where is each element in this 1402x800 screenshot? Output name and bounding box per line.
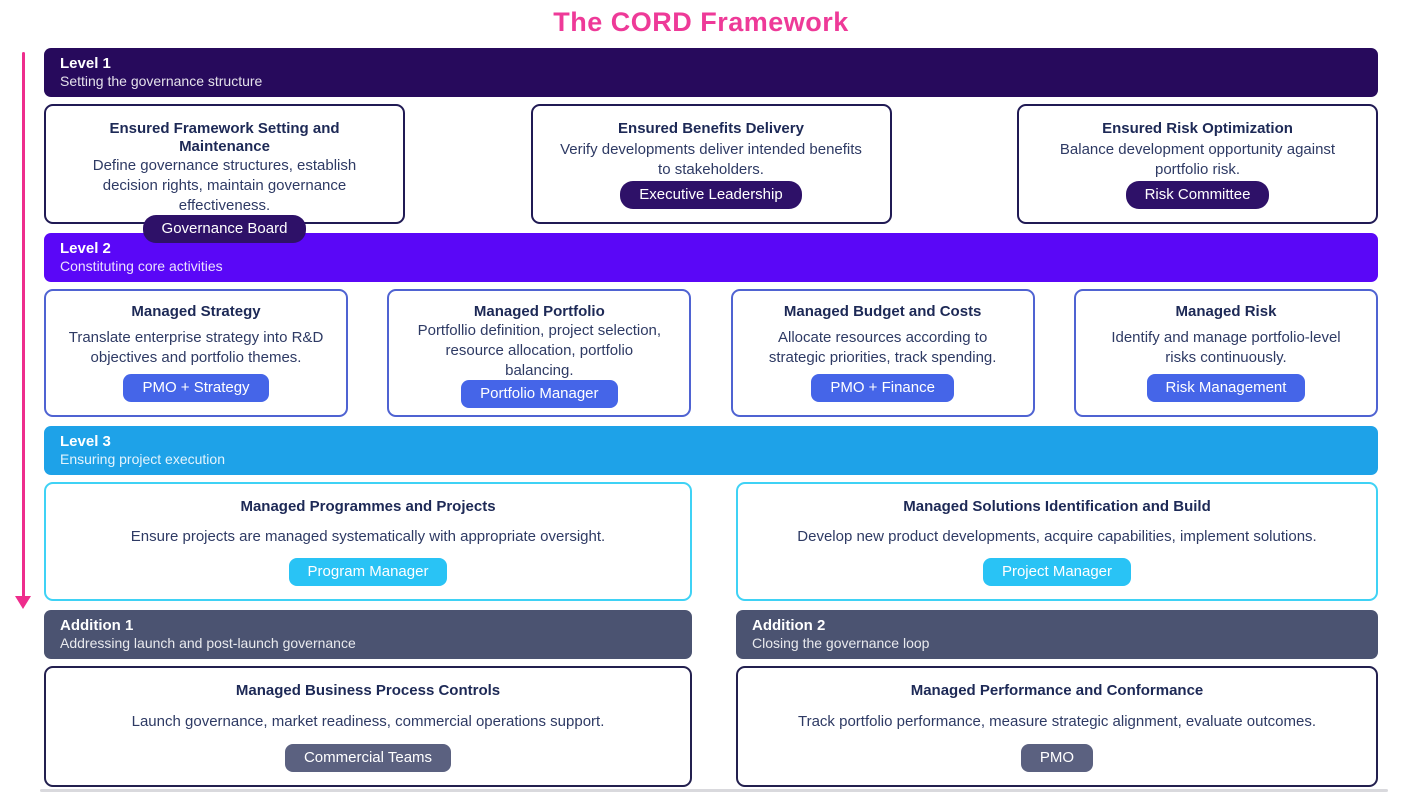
card-managed-risk: Managed Risk Identify and manage portfol…	[1073, 289, 1378, 417]
addition1-banner-title: Addition 1	[60, 617, 134, 634]
card-managed-solutions-identification: Managed Solutions Identification and Bui…	[736, 482, 1378, 601]
level3-banner: Level 3 Ensuring project execution	[44, 426, 1378, 475]
card-description: Develop new product developments, acquir…	[797, 528, 1317, 546]
card-description: Identify and manage portfolio-level risk…	[1111, 328, 1341, 366]
framework-diagram: Level 1 Setting the governance structure…	[44, 48, 1378, 796]
role-badge: Program Manager	[288, 557, 448, 586]
bottom-edge-divider	[40, 789, 1388, 792]
card-managed-programmes-projects: Managed Programmes and Projects Ensure p…	[44, 482, 692, 601]
role-badge: PMO + Finance	[811, 374, 954, 402]
role-badge: Executive Leadership	[620, 181, 802, 209]
card-title: Ensured Framework Setting and Maintenanc…	[109, 120, 340, 155]
level3-cards-row: Managed Programmes and Projects Ensure p…	[44, 482, 1378, 601]
card-description: Track portfolio performance, measure str…	[797, 713, 1317, 731]
card-title: Managed Strategy	[131, 303, 261, 320]
card-ensured-benefits-delivery: Ensured Benefits Delivery Verify develop…	[530, 104, 892, 224]
addition1-banner-subtitle: Addressing launch and post-launch govern…	[60, 635, 356, 651]
level2-cards-row: Managed Strategy Translate enterprise st…	[44, 289, 1378, 417]
role-badge: PMO + Strategy	[123, 374, 269, 402]
addition2-banner-title: Addition 2	[752, 617, 826, 634]
addition2-banner: Addition 2 Closing the governance loop	[736, 610, 1378, 659]
flow-arrow-line	[22, 52, 25, 598]
card-description: Translate enterprise strategy into R&D o…	[68, 328, 324, 366]
card-managed-strategy: Managed Strategy Translate enterprise st…	[44, 289, 348, 417]
role-badge: Commercial Teams	[284, 743, 452, 772]
level3-banner-subtitle: Ensuring project execution	[60, 451, 225, 467]
role-badge: Governance Board	[142, 215, 307, 244]
card-description: Define governance structures, establish …	[92, 157, 357, 214]
arrow-head-icon	[15, 596, 31, 609]
card-managed-business-process-controls: Managed Business Process Controls Launch…	[44, 666, 692, 787]
card-managed-portfolio: Managed Portfolio Portfollio definition,…	[387, 289, 692, 417]
page-title: The CORD Framework	[553, 7, 849, 37]
card-description: Balance development opportunity against …	[1059, 140, 1336, 178]
card-title: Managed Business Process Controls	[235, 682, 501, 699]
card-description: Portfollio definition, project selection…	[417, 322, 662, 379]
card-title: Managed Programmes and Projects	[240, 498, 496, 515]
level2-banner-subtitle: Constituting core activities	[60, 258, 223, 274]
addition2-banner-subtitle: Closing the governance loop	[752, 635, 930, 651]
card-description: Allocate resources according to strategi…	[768, 328, 997, 366]
flow-arrow-down	[15, 52, 32, 610]
card-description: Launch governance, market readiness, com…	[131, 713, 605, 731]
level2-banner-title: Level 2	[60, 240, 111, 257]
level1-banner-title: Level 1	[60, 55, 111, 72]
card-managed-performance-conformance: Managed Performance and Conformance Trac…	[736, 666, 1378, 787]
card-title: Ensured Benefits Delivery	[618, 120, 804, 137]
role-badge: PMO	[1020, 743, 1094, 772]
card-title: Managed Portfolio	[473, 303, 605, 320]
role-badge: Risk Committee	[1125, 181, 1270, 209]
addition-cards-row: Managed Business Process Controls Launch…	[44, 666, 1378, 787]
card-title: Managed Performance and Conformance	[910, 682, 1204, 699]
card-title: Managed Budget and Costs	[783, 303, 982, 320]
card-description: Ensure projects are managed systematical…	[130, 528, 606, 546]
card-description: Verify developments deliver intended ben…	[560, 140, 862, 178]
card-ensured-framework-setting: Ensured Framework Setting and Maintenanc…	[44, 104, 405, 244]
addition1-banner: Addition 1 Addressing launch and post-la…	[44, 610, 692, 659]
card-title: Managed Solutions Identification and Bui…	[903, 498, 1211, 515]
addition-banners-row: Addition 1 Addressing launch and post-la…	[44, 610, 1378, 666]
role-badge: Project Manager	[982, 557, 1132, 586]
level3-banner-title: Level 3	[60, 433, 111, 450]
level1-banner-subtitle: Setting the governance structure	[60, 73, 263, 89]
card-title: Managed Risk	[1175, 303, 1277, 320]
level1-banner: Level 1 Setting the governance structure	[44, 48, 1378, 97]
role-badge: Portfolio Manager	[461, 380, 618, 409]
role-badge: Risk Management	[1146, 374, 1306, 402]
card-ensured-risk-optimization: Ensured Risk Optimization Balance develo…	[1017, 104, 1378, 224]
level1-cards-row: Ensured Framework Setting and Maintenanc…	[44, 104, 1378, 244]
card-title: Ensured Risk Optimization	[1102, 120, 1293, 137]
card-managed-budget-and-costs: Managed Budget and Costs Allocate resour…	[730, 289, 1035, 417]
